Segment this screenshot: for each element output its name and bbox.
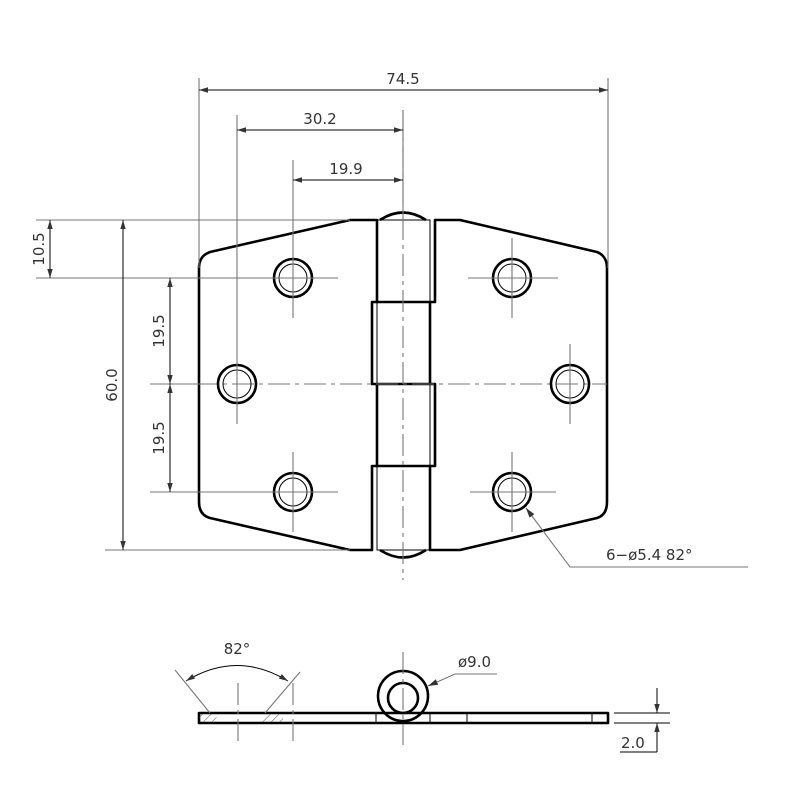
dim-overall-height: 60.0 (103, 368, 121, 401)
dim-knuckle-diameter: ø9.0 (458, 653, 491, 671)
countersink-hatch (255, 714, 283, 722)
hole-crosshairs (150, 115, 571, 532)
hole-callout-leader (525, 507, 748, 568)
extension-lines (36, 78, 609, 551)
dimension-lines (47, 87, 608, 550)
dim-hole-spacing-lower: 19.5 (150, 421, 168, 454)
left-leaf (197, 218, 379, 552)
dim-hole-offset-inner: 19.9 (329, 160, 362, 178)
dim-top-hole-offset: 10.5 (30, 232, 48, 265)
dim-countersink-angle: 82° (224, 640, 251, 658)
side-view: 82° ø9.0 2.0 (174, 640, 670, 753)
countersink-hatch (199, 714, 220, 722)
right-leaf (428, 218, 609, 552)
angle-arc (185, 665, 289, 682)
hole-callout: 6−ø5.4 82° (606, 546, 693, 564)
diameter-leader (427, 673, 497, 687)
dim-hole-spacing-upper: 19.5 (150, 314, 168, 347)
plan-view: 74.5 30.2 19.9 10.5 60.0 19.5 19.5 6−ø5.… (30, 70, 748, 580)
dim-overall-width: 74.5 (386, 70, 419, 88)
dim-hole-offset-outer: 30.2 (303, 110, 336, 128)
dim-thickness: 2.0 (621, 734, 645, 752)
